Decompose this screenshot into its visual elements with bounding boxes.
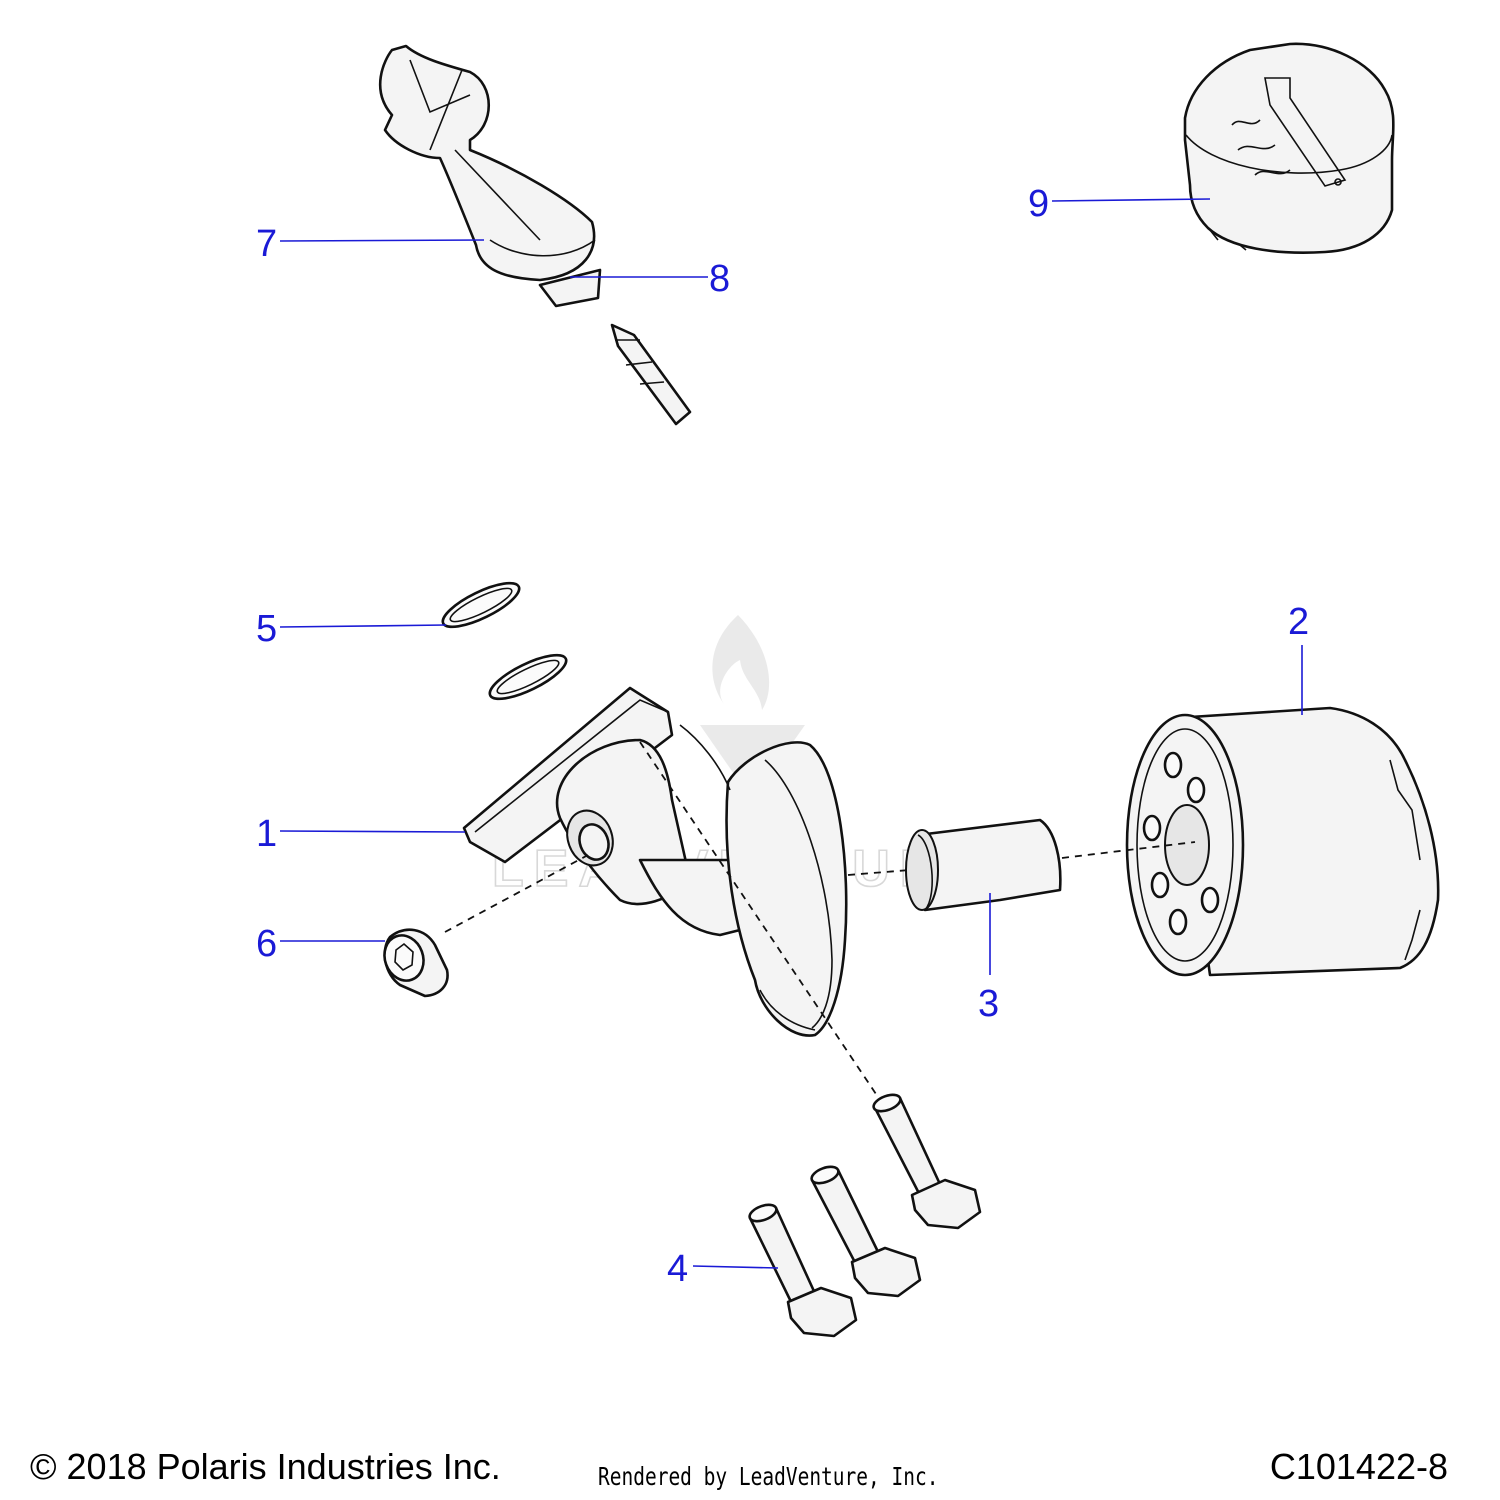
callout-label-5: 5 [256,608,277,650]
callout-2[interactable]: 2 [1288,601,1309,715]
assembly-lines [444,741,1196,1101]
bolt-1[interactable] [871,1092,982,1230]
callout-label-8: 8 [709,258,730,300]
diagram-id: C101422-8 [1269,1446,1448,1487]
callout-5[interactable]: 5 [256,608,447,650]
flame-logo-icon [712,615,770,710]
oil-cap-part[interactable] [1183,42,1395,254]
callout-4[interactable]: 4 [667,1248,779,1290]
callout-label-2: 2 [1288,601,1309,643]
bolts-part[interactable] [747,1092,982,1338]
callout-label-6: 6 [256,923,277,965]
rendered-by-text: Rendered by LeadVenture, Inc. [598,1462,939,1491]
callout-6[interactable]: 6 [256,923,385,965]
copyright-text: © 2018 Polaris Industries Inc. [30,1446,501,1487]
drain-plug-part[interactable] [378,928,449,998]
callout-8[interactable]: 8 [570,258,730,300]
callout-9[interactable]: 9 [1028,183,1211,225]
callout-label-9: 9 [1028,183,1049,225]
bolt-2[interactable] [809,1164,922,1298]
oil-filter-part[interactable] [1125,706,1440,977]
callout-3[interactable]: 3 [978,893,999,1025]
callout-7[interactable]: 7 [256,223,485,265]
callout-label-7: 7 [256,223,277,265]
dipstick-part[interactable] [379,44,692,426]
filter-housing-part[interactable] [462,686,848,1037]
callout-label-4: 4 [667,1248,688,1290]
callout-1[interactable]: 1 [256,813,466,855]
callout-label-1: 1 [256,813,277,855]
bolt-3[interactable] [747,1202,858,1338]
sleeve-part[interactable] [905,818,1062,912]
callout-label-3: 3 [978,983,999,1025]
o-rings-part[interactable] [438,575,572,707]
